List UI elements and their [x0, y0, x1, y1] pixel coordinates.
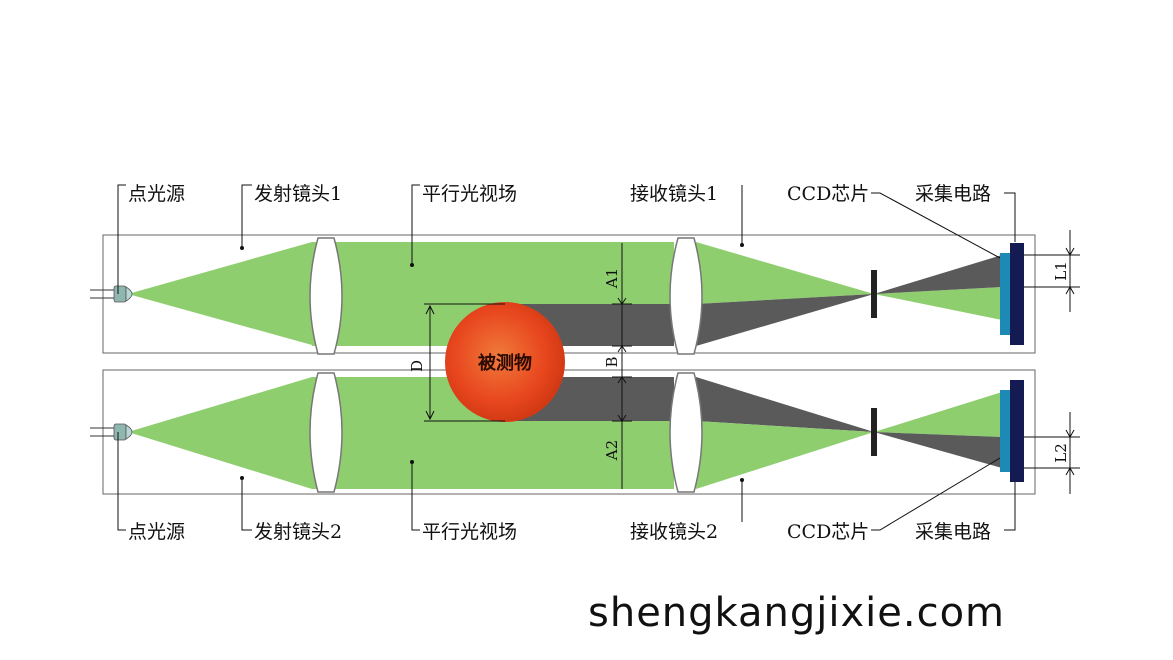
upper-receive-shadow [696, 294, 874, 346]
receive-lens-1 [669, 237, 703, 355]
dimension-l2 [1024, 412, 1080, 494]
dimension-l2-label: L2 [1052, 443, 1070, 463]
label-emit-lens-1: 发射镜头1 [254, 183, 342, 205]
label-parallel-field-2: 平行光视场 [422, 521, 517, 543]
lower-receive-beam [696, 421, 874, 489]
label-emit-lens-2: 发射镜头2 [254, 521, 342, 543]
label-capture-circuit-1: 采集电路 [915, 183, 991, 205]
lower-leaders [117, 432, 1016, 531]
upper-channel [90, 234, 1036, 355]
dimension-l1 [1024, 230, 1080, 312]
upper-emit-beam [128, 242, 312, 345]
upper-housing [102, 234, 1036, 354]
dimension-d-label: D [408, 360, 426, 372]
label-receive-lens-1: 接收镜头1 [630, 183, 718, 205]
object-label: 被测物 [478, 352, 532, 374]
upper-leaders [117, 184, 1016, 294]
lower-aperture [871, 408, 877, 456]
lower-capture-circuit [1010, 380, 1024, 482]
label-capture-circuit-2: 采集电路 [915, 521, 991, 543]
emit-lens-2 [309, 372, 343, 493]
upper-capture-circuit [1010, 243, 1024, 345]
label-receive-lens-2: 接收镜头2 [630, 521, 718, 543]
lower-housing [102, 369, 1036, 495]
upper-ccd-chip [1000, 253, 1010, 335]
emit-lens-1 [309, 237, 343, 355]
receive-lens-2 [669, 372, 703, 493]
website-watermark: shengkangjixie.com [588, 590, 1006, 636]
label-parallel-field-1: 平行光视场 [422, 183, 517, 205]
lower-channel [90, 369, 1036, 495]
dimension-d [424, 303, 505, 422]
upper-ccd-shadow [874, 255, 1002, 294]
label-ccd-chip-2: CCD芯片 [787, 521, 869, 543]
lower-emit-beam [128, 377, 312, 489]
lower-ccd-shadow [874, 432, 1002, 468]
upper-point-source [90, 285, 133, 303]
label-point-source-2: 点光源 [128, 521, 185, 543]
dimension-l1-label: L1 [1052, 261, 1070, 281]
upper-receive-beam [696, 242, 874, 304]
dimension-a2-label: A2 [603, 440, 621, 461]
measured-object [445, 302, 565, 422]
lower-point-source [90, 423, 133, 441]
dimension-b-label: B [603, 356, 621, 367]
label-ccd-chip-1: CCD芯片 [787, 183, 869, 205]
dimension-a1-label: A1 [603, 268, 621, 289]
label-point-source-1: 点光源 [128, 183, 185, 205]
upper-ccd-beam-bottom [874, 287, 1002, 320]
upper-aperture [871, 270, 877, 318]
lower-ccd-chip [1000, 390, 1010, 472]
dimension-ab [612, 243, 632, 489]
lower-receive-shadow [696, 377, 874, 432]
lower-ccd-beam-top [874, 392, 1002, 437]
